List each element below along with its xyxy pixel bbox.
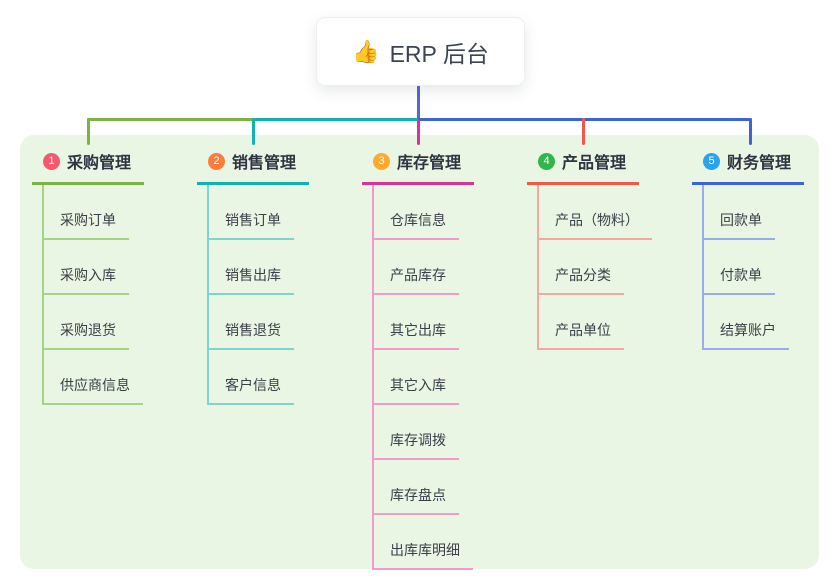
child-item[interactable]: 销售退货 <box>207 295 357 350</box>
child-item[interactable]: 出库库明细 <box>372 515 522 570</box>
branch-product: 4 产品管理 产品（物料） 产品分类 产品单位 <box>527 135 687 350</box>
child-item[interactable]: 销售出库 <box>207 240 357 295</box>
root-node[interactable]: 👍 ERP 后台 <box>316 17 525 86</box>
branch-title-inventory[interactable]: 3 库存管理 <box>362 135 474 185</box>
child-item[interactable]: 采购订单 <box>42 185 192 240</box>
child-item[interactable]: 付款单 <box>702 240 839 295</box>
child-item[interactable]: 供应商信息 <box>42 350 192 405</box>
child-item[interactable]: 仓库信息 <box>372 185 522 240</box>
child-item[interactable]: 产品分类 <box>537 240 687 295</box>
branch-title-label: 库存管理 <box>397 155 462 172</box>
root-stem-line <box>417 84 420 121</box>
branch-children: 回款单 付款单 结算账户 <box>702 185 839 350</box>
child-item[interactable]: 产品单位 <box>537 295 687 350</box>
branch-children: 产品（物料） 产品分类 产品单位 <box>537 185 687 350</box>
child-item[interactable]: 产品（物料） <box>537 185 687 240</box>
branch-children: 采购订单 采购入库 采购退货 供应商信息 <box>42 185 192 405</box>
branch-purchase: 1 采购管理 采购订单 采购入库 采购退货 供应商信息 <box>32 135 192 405</box>
branch-inventory: 3 库存管理 仓库信息 产品库存 其它出库 其它入库 库存调拨 库存盘点 出库库… <box>362 135 522 570</box>
child-item[interactable]: 产品库存 <box>372 240 522 295</box>
child-item[interactable]: 销售订单 <box>207 185 357 240</box>
branch-number-badge: 3 <box>373 152 390 170</box>
branch-title-label: 产品管理 <box>562 155 627 172</box>
child-item[interactable]: 采购退货 <box>42 295 192 350</box>
branch-number-badge: 1 <box>43 152 60 170</box>
branch-drop-sales <box>252 118 255 145</box>
child-item[interactable]: 结算账户 <box>702 295 839 350</box>
branch-title-sales[interactable]: 2 销售管理 <box>197 135 309 185</box>
branch-drop-finance <box>749 118 752 145</box>
branch-title-finance[interactable]: 5 财务管理 <box>692 135 804 185</box>
child-item[interactable]: 回款单 <box>702 185 839 240</box>
branch-title-label: 销售管理 <box>232 155 297 172</box>
branch-children: 销售订单 销售出库 销售退货 客户信息 <box>207 185 357 405</box>
branch-finance: 5 财务管理 回款单 付款单 结算账户 <box>692 135 839 350</box>
branch-number-badge: 2 <box>208 152 225 170</box>
child-item[interactable]: 库存调拨 <box>372 405 522 460</box>
child-item[interactable]: 库存盘点 <box>372 460 522 515</box>
branch-title-product[interactable]: 4 产品管理 <box>527 135 639 185</box>
thumbs-up-icon: 👍 <box>352 38 380 64</box>
branch-number-badge: 4 <box>538 152 555 170</box>
branch-drop-purchase <box>87 118 90 145</box>
branch-sales: 2 销售管理 销售订单 销售出库 销售退货 客户信息 <box>197 135 357 405</box>
child-item[interactable]: 采购入库 <box>42 240 192 295</box>
branch-link-finance <box>418 118 752 121</box>
root-title: ERP 后台 <box>389 40 489 67</box>
branch-drop-inventory <box>417 120 420 145</box>
branch-link-sales <box>254 118 418 121</box>
child-item[interactable]: 客户信息 <box>207 350 357 405</box>
branches-panel: 1 采购管理 采购订单 采购入库 采购退货 供应商信息 2 销售管理 销售订单 … <box>20 135 819 570</box>
branch-title-label: 采购管理 <box>67 155 132 172</box>
branch-title-purchase[interactable]: 1 采购管理 <box>32 135 144 185</box>
branch-link-purchase <box>87 118 255 121</box>
branch-drop-product <box>582 118 585 145</box>
branch-children: 仓库信息 产品库存 其它出库 其它入库 库存调拨 库存盘点 出库库明细 <box>372 185 522 570</box>
branch-number-badge: 5 <box>703 152 720 170</box>
child-item[interactable]: 其它入库 <box>372 350 522 405</box>
child-item[interactable]: 其它出库 <box>372 295 522 350</box>
branch-title-label: 财务管理 <box>727 155 792 172</box>
